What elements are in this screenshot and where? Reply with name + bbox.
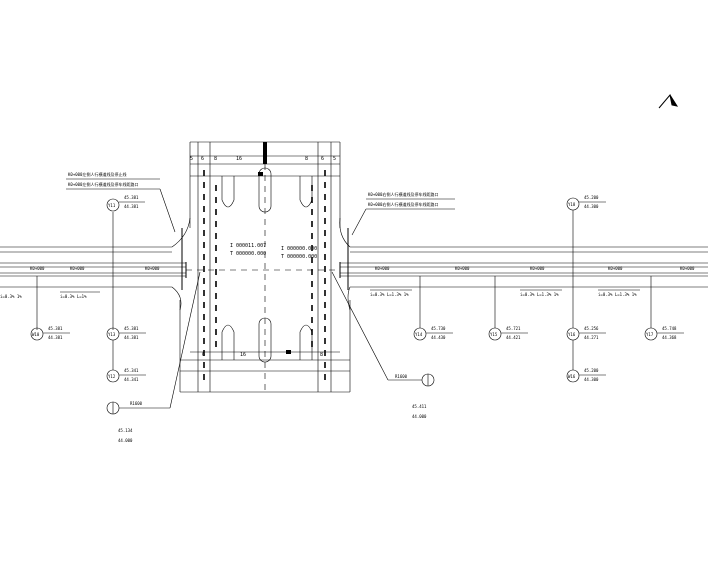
well-bottom: 44.381 [48, 335, 63, 340]
well-y17: Y17 45.748 44.368 [644, 276, 684, 341]
well-tag: Y16 [568, 332, 576, 337]
note-text: K0+000左侧人行横道线及停车线距路口 [68, 181, 138, 187]
well-bottom: 44.368 [662, 335, 677, 340]
note-text: K0+000左侧人行横道线及停止线 [68, 171, 126, 177]
left-callout: R1600 45.134 44.000 [106, 271, 201, 443]
callout-value: 44.000 [118, 438, 133, 443]
well-y13: Y13 45.381 44.381 [106, 276, 146, 341]
north-arrow-icon [658, 93, 679, 109]
main-road [0, 246, 708, 288]
dim-label: 8 [305, 156, 308, 162]
cross-street [171, 141, 351, 393]
well-w10: W10 45.381 44.381 [30, 276, 70, 341]
well-bottom: 44.430 [431, 335, 446, 340]
well-tag: Y15 [490, 332, 498, 337]
dim-label: 5 [333, 156, 336, 162]
well-top: 45.721 [506, 326, 521, 331]
well-top: 45.748 [662, 326, 677, 331]
well-y18: Y18 45.200 44.300 [566, 195, 606, 276]
well-bottom: 44.381 [124, 335, 139, 340]
dim-label: 6 [202, 352, 205, 358]
dim-label: 8 [214, 156, 217, 162]
well-y11: Y11 45.381 44.381 [106, 195, 145, 276]
well-y14: Y14 45.730 44.430 [413, 276, 453, 341]
manhole-icon [106, 369, 120, 383]
well-bottom: 44.271 [584, 335, 599, 340]
well-bottom: 44.381 [124, 204, 139, 209]
manhole-icon [566, 369, 580, 383]
well-y12: Y12 45.341 44.341 [106, 340, 146, 383]
callout-value: 45.134 [118, 428, 133, 433]
manhole-icon [644, 327, 658, 341]
well-tag: Y14 [415, 332, 423, 337]
station-label: K0+000 [455, 266, 470, 271]
right-callout: R1600 45.411 44.000 [331, 271, 435, 419]
well-tag: Y11 [108, 203, 116, 208]
station-label: K0+000 [375, 266, 390, 271]
well-bottom: 44.300 [584, 377, 599, 382]
dim-label: 8 [320, 352, 323, 358]
station-label: K0+000 [145, 266, 160, 271]
station-label: K0+000 [530, 266, 545, 271]
manhole-icon [566, 197, 580, 211]
well-bottom: 44.341 [124, 377, 139, 382]
grade-label: i=0.3% L=1.3% 1% [520, 292, 559, 297]
well-top: 45.381 [48, 326, 63, 331]
callout-value: 44.000 [412, 414, 427, 419]
coord-label: I 000011.007 [230, 243, 266, 249]
markers [258, 142, 291, 354]
grade-labels: i=0.3% 1% i=0.3% L=1% i=0.3% L=1.3% 1% i… [0, 289, 640, 299]
well-bottom: 44.300 [584, 204, 599, 209]
manhole-icon [413, 327, 427, 341]
manhole-icon [106, 198, 120, 212]
dim-label: 5 [190, 156, 193, 162]
note-text: K0+000右侧人行横道线及停车线距路口 [368, 201, 438, 207]
station-markers: K0+000 K0+000 K0+000 K0+000 K0+000 K0+00… [30, 266, 695, 271]
well-tag: Y13 [108, 332, 116, 337]
well-top: 45.341 [124, 368, 139, 373]
dim-label: 16 [240, 352, 246, 358]
well-top: 45.256 [584, 326, 599, 331]
intersection-coordinates: I 000011.007 T 000000.000 I 000000.000 T… [230, 243, 317, 260]
notes: K0+000左侧人行横道线及停止线 K0+000左侧人行横道线及停车线距路口 K… [66, 171, 455, 236]
well-w16: W16 45.200 44.300 [566, 340, 606, 383]
well-tag: Y17 [646, 332, 654, 337]
well-y15: Y15 45.721 44.421 [488, 276, 528, 341]
grade-label: i=0.3% L=1.3% 1% [598, 292, 637, 297]
grade-label: i=0.3% L=1% [60, 294, 87, 299]
callout-tag: R1600 [395, 374, 408, 379]
dim-label: 16 [236, 156, 242, 162]
manhole-icon [30, 327, 44, 341]
well-bottom: 44.421 [506, 335, 521, 340]
station-label: K0+000 [680, 266, 695, 271]
coord-label: T 000000.000 [230, 251, 266, 257]
grade-label: i=0.3% L=1.3% 1% [370, 292, 409, 297]
station-label: K0+000 [30, 266, 45, 271]
well-top: 45.381 [124, 326, 139, 331]
callout-tag: R1600 [130, 401, 143, 406]
manhole-icon [488, 327, 502, 341]
well-tag: W10 [32, 332, 40, 337]
dim-label: 6 [201, 156, 204, 162]
note-text: K0+000右侧人行横道线及停车线距路口 [368, 191, 438, 197]
well-tag: Y12 [108, 374, 116, 379]
well-top: 45.381 [124, 195, 139, 200]
station-label: K0+000 [70, 266, 85, 271]
station-label: K0+000 [608, 266, 623, 271]
well-top: 45.730 [431, 326, 446, 331]
well-y16: Y16 45.256 44.271 [566, 276, 606, 341]
callout-value: 45.411 [412, 404, 427, 409]
well-tag: Y18 [568, 202, 576, 207]
coord-label: T 000000.000 [281, 254, 317, 260]
well-tag: W16 [568, 374, 576, 379]
grade-label: i=0.3% 1% [0, 294, 22, 299]
dim-label: 6 [321, 156, 324, 162]
well-top: 45.200 [584, 195, 599, 200]
coord-label: I 000000.000 [281, 246, 317, 252]
well-top: 45.200 [584, 368, 599, 373]
